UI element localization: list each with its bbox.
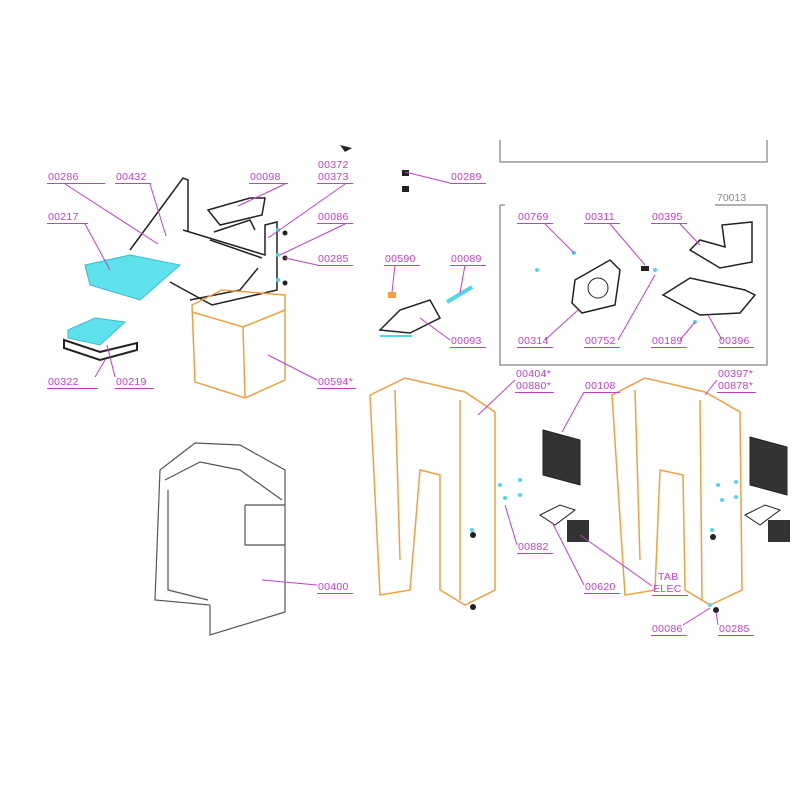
label-00373: 00373 bbox=[317, 171, 353, 184]
label-00089: 00089 bbox=[450, 253, 486, 266]
holder-00395 bbox=[688, 221, 753, 269]
label-00314: 00314 bbox=[517, 335, 553, 348]
label-00620: 00620 bbox=[584, 581, 620, 594]
label-00217: 00217 bbox=[47, 211, 88, 224]
label-elec: ELEC bbox=[652, 583, 688, 596]
cover-00400 bbox=[154, 442, 286, 636]
part-00590 bbox=[388, 292, 396, 298]
frame-00397 bbox=[611, 377, 743, 606]
label-00285: 00285 bbox=[317, 253, 353, 266]
grille-00108 bbox=[542, 429, 788, 496]
fasteners-00882 bbox=[470, 251, 738, 607]
part-00311 bbox=[641, 266, 649, 271]
pin-00089 bbox=[445, 285, 474, 304]
label-00396: 00396 bbox=[718, 335, 754, 348]
holder-00396 bbox=[661, 277, 757, 316]
chassis-part bbox=[129, 177, 278, 306]
label-00285-b: 00285 bbox=[718, 623, 754, 636]
label-00311: 00311 bbox=[584, 211, 620, 224]
label-00882: 00882 bbox=[517, 541, 553, 554]
label-00397: 00397* bbox=[718, 368, 754, 380]
label-00108: 00108 bbox=[584, 380, 620, 393]
label-00400: 00400 bbox=[317, 581, 353, 594]
label-tab: TAB bbox=[658, 571, 679, 583]
upper-group-frame bbox=[499, 140, 768, 163]
label-00594: 00594* bbox=[317, 376, 356, 389]
screws-00285 bbox=[276, 228, 288, 286]
label-00404: 00404* bbox=[516, 368, 552, 380]
label-00769: 00769 bbox=[517, 211, 553, 224]
label-00590: 00590 bbox=[384, 253, 420, 266]
label-00286: 00286 bbox=[47, 171, 105, 184]
bracket-00314 bbox=[571, 259, 621, 314]
label-00432: 00432 bbox=[115, 171, 151, 184]
label-00372: 00372 bbox=[318, 159, 349, 171]
label-00878: 00878* bbox=[717, 380, 756, 393]
tab-elec bbox=[567, 520, 589, 542]
label-00086-b: 00086 bbox=[651, 623, 687, 636]
group-70013-frame bbox=[499, 204, 768, 366]
bin-00594 bbox=[191, 289, 286, 399]
group-label-70013: 70013 bbox=[717, 192, 747, 204]
label-00219: 00219 bbox=[115, 376, 154, 389]
corner-fragment bbox=[340, 145, 352, 152]
label-00093: 00093 bbox=[450, 335, 486, 348]
label-00189: 00189 bbox=[651, 335, 687, 348]
nozzle-00093 bbox=[378, 299, 442, 334]
leader-lines bbox=[64, 171, 723, 626]
tray-00217 bbox=[84, 254, 182, 301]
filter-00219 bbox=[67, 317, 127, 346]
nut-00289 bbox=[402, 170, 409, 176]
label-00322: 00322 bbox=[47, 376, 98, 389]
label-00086: 00086 bbox=[317, 211, 353, 224]
label-00752: 00752 bbox=[584, 335, 620, 348]
label-00880: 00880* bbox=[515, 380, 554, 393]
frame-00404 bbox=[369, 377, 496, 606]
frame-00322 bbox=[63, 338, 138, 362]
panel-00620 bbox=[539, 504, 577, 526]
label-00098: 00098 bbox=[249, 171, 288, 184]
label-00289: 00289 bbox=[450, 171, 486, 184]
label-00395: 00395 bbox=[651, 211, 687, 224]
